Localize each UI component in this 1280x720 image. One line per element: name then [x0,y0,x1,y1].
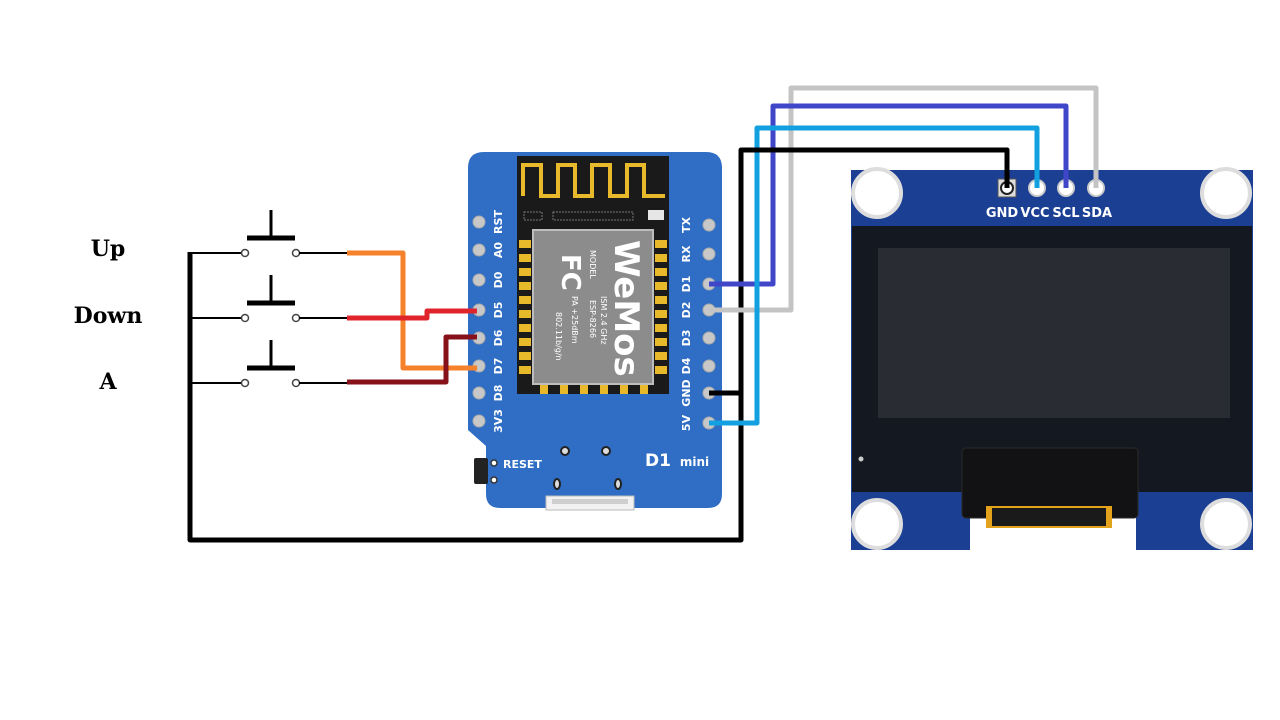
pushbutton-a [190,340,347,388]
button-label-a: A [98,369,117,395]
wire-gnd-oled [741,147,1010,188]
oled-display-area [878,248,1230,418]
pin-label-d2: D2 [680,302,693,319]
power-text: PA +25dBm [570,296,579,344]
pin-label-gnd: GND [680,379,693,406]
oled-pin-gnd: GND [986,206,1019,221]
reset-label: RESET [503,458,542,471]
d1-mini-board: RESET D1 mini FC MODEL [468,152,722,511]
button-label-down: Down [74,303,143,329]
reset-button [474,458,488,484]
board-name: D1 [645,451,671,471]
pin-label-rx: RX [680,245,693,262]
pin-label-d7: D7 [492,358,505,375]
svg-text:D1 mini: D1 mini [645,451,709,471]
wemos-logo: WeMos [606,240,646,377]
ism-text: ISM 2.4 GHz [599,296,608,345]
model-value: ESP-8266 [588,300,597,338]
pin-label-3v3: 3V3 [492,409,505,433]
fcc-logo: FC [555,254,585,291]
pin-label-d5: D5 [492,302,505,319]
pin-label-a0: A0 [492,242,505,259]
wire-sda [709,85,1099,313]
oled-pin-scl: SCL [1052,206,1079,221]
pin-label-d0: D0 [492,271,505,288]
pin-label-d6: D6 [492,329,505,346]
button-label-up: Up [91,236,126,262]
wire-a-to-d6 [347,334,477,385]
antenna-trace [521,163,665,198]
pin-label-d3: D3 [680,330,693,347]
pin-label-d1: D1 [680,276,693,293]
wire-vcc [709,125,1040,426]
pin-label-tx: TX [680,216,693,233]
oled-pin-vcc: VCC [1020,206,1049,221]
oled-module: GND VCC SCL SDA [851,167,1253,550]
model-label: MODEL [588,250,597,279]
pin-label-5v: 5V [680,414,693,431]
wire-up-to-d7 [347,250,477,371]
oled-pin-sda: SDA [1082,206,1112,221]
pin-label-rst: RST [492,210,505,234]
pin-label-d4: D4 [680,357,693,374]
pushbutton-up [190,210,347,258]
wire-scl [709,103,1069,287]
esp-shield [532,229,654,385]
wifi-standard-text: 802.11b/g/n [554,312,563,361]
pushbutton-down [190,275,347,323]
pin-label-d8: D8 [492,385,505,402]
board-name-suffix: mini [680,455,709,469]
wire-down-to-d5 [347,308,477,321]
right-header [702,218,716,430]
